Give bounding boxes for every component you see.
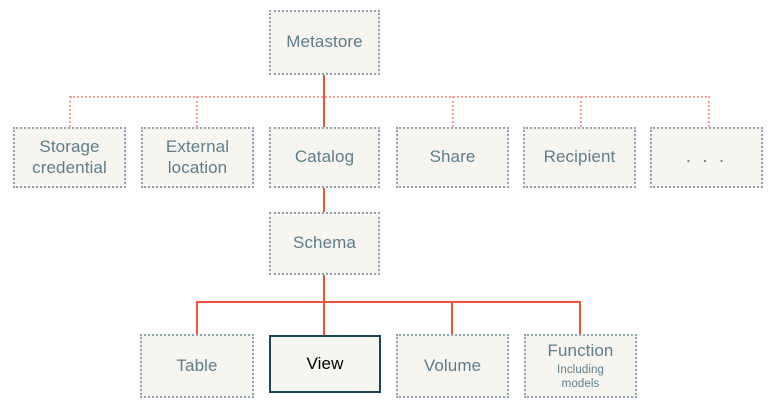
connector-bus-to-share	[452, 96, 454, 127]
node-storage-credential-label: Storage credential	[32, 137, 107, 177]
node-function[interactable]: Function Including models	[524, 334, 637, 398]
connector-bus-to-volume	[451, 301, 453, 334]
node-share-label: Share	[429, 147, 476, 167]
node-table[interactable]: Table	[140, 334, 254, 398]
connector-bus-to-storage-credential	[69, 96, 71, 127]
node-schema[interactable]: Schema	[269, 212, 380, 275]
node-recipient-label: Recipient	[543, 147, 616, 167]
connector-bus-to-function	[579, 301, 581, 334]
node-volume-label: Volume	[423, 355, 482, 375]
connector-metastore-to-bus	[323, 75, 325, 98]
connector-bus-to-table	[196, 301, 198, 334]
connector-bus-to-external-location	[196, 96, 198, 127]
connector-bus-to-ellipsis	[708, 96, 710, 127]
connector-bus-to-catalog	[323, 96, 325, 127]
node-function-sublabel: Including models	[557, 364, 604, 391]
node-storage-credential[interactable]: Storage credential	[13, 127, 126, 188]
connector-bus-to-view	[323, 301, 325, 335]
connector-bus-to-recipient	[580, 96, 582, 127]
node-metastore[interactable]: Metastore	[269, 10, 380, 75]
connector-bus-metastore-children	[70, 96, 710, 98]
node-volume[interactable]: Volume	[396, 334, 509, 398]
node-schema-label: Schema	[293, 233, 356, 253]
node-catalog-label: Catalog	[294, 147, 355, 167]
node-external-location[interactable]: External location	[141, 127, 254, 188]
connector-schema-to-bus	[323, 275, 325, 302]
node-view-label: View	[306, 353, 344, 373]
connector-catalog-to-schema	[323, 188, 325, 212]
node-catalog[interactable]: Catalog	[269, 127, 380, 188]
node-metastore-label: Metastore	[286, 32, 363, 52]
node-function-label: Function	[547, 340, 614, 360]
node-ellipsis[interactable]: . . .	[650, 127, 763, 188]
node-external-location-label: External location	[165, 137, 230, 177]
node-share[interactable]: Share	[396, 127, 509, 188]
node-table-label: Table	[176, 355, 218, 375]
node-recipient[interactable]: Recipient	[523, 127, 636, 188]
node-ellipsis-label: . . .	[685, 146, 728, 168]
node-view[interactable]: View	[269, 335, 381, 393]
connector-bus-schema-children	[197, 301, 581, 303]
